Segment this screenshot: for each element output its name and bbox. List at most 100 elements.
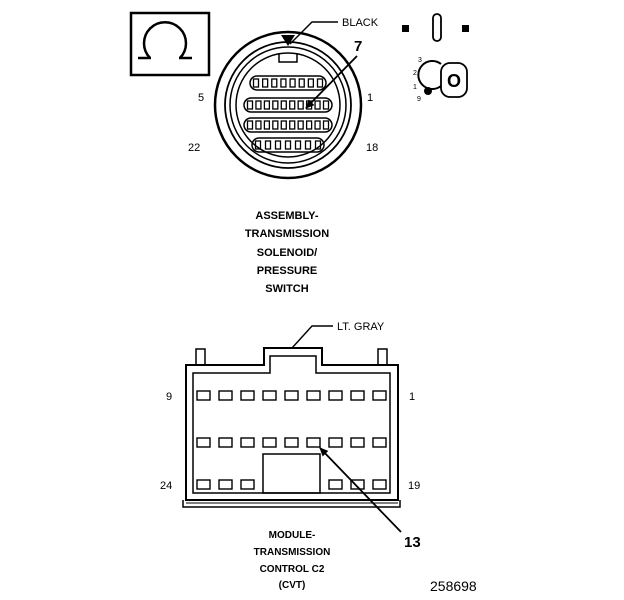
- terminal-cavity: [350, 390, 365, 401]
- bottom-callout-arrow: [319, 447, 402, 533]
- terminal-cavity: [284, 390, 299, 401]
- key-number-2: 2: [413, 70, 417, 77]
- terminal-cavity: [304, 140, 312, 150]
- terminal-cavity: [196, 479, 211, 490]
- right-marker-icon: [462, 25, 469, 32]
- terminal-cavity: [322, 120, 330, 130]
- round-connector: [213, 30, 363, 180]
- terminal-cavity: [305, 120, 313, 130]
- terminal-cavity: [246, 100, 254, 110]
- terminal-cavity: [350, 479, 365, 490]
- terminal-cavity: [289, 100, 296, 110]
- terminal-cavity: [272, 100, 279, 110]
- terminal-cavity: [297, 120, 304, 130]
- terminal-cavity: [240, 479, 255, 490]
- terminal-cavity: [306, 390, 321, 401]
- top-caption-line: PRESSURE: [257, 265, 318, 277]
- key-letter: O: [447, 71, 461, 91]
- terminal-cavity: [284, 140, 292, 150]
- bottom-connector-caption: MODULE- TRANSMISSION CONTROL C2 (CVT): [254, 530, 331, 591]
- terminal-cavity: [322, 100, 330, 110]
- terminal-cavity: [294, 140, 302, 150]
- terminal-cavity: [350, 437, 365, 448]
- terminal-cavity: [274, 140, 282, 150]
- top-callout-number: 7: [354, 38, 362, 55]
- bottom-connector-color-label: LT. GRAY: [337, 321, 385, 333]
- terminal-cavity: [328, 479, 343, 490]
- terminal-cavity: [240, 437, 255, 448]
- terminal-cavity: [328, 437, 343, 448]
- top-caption-line: TRANSMISSION: [245, 228, 329, 240]
- terminal-cavity: [328, 390, 343, 401]
- terminal-cavity: [262, 437, 277, 448]
- terminal-cavity: [314, 120, 321, 130]
- key-number-3: 3: [418, 57, 422, 64]
- top-caption-line: SOLENOID/: [257, 247, 318, 259]
- top-connector-caption: ASSEMBLY- TRANSMISSION SOLENOID/ PRESSUR…: [245, 210, 329, 295]
- terminal-cavity: [252, 78, 260, 88]
- terminal-cavity: [289, 78, 296, 88]
- terminal-cavity: [372, 437, 387, 448]
- terminal-cavity: [240, 390, 255, 401]
- terminal-cavity: [218, 437, 233, 448]
- top-pin-label-top-right: 1: [367, 92, 373, 104]
- key-number-9: 9: [417, 96, 421, 103]
- figure-id: 258698: [430, 578, 477, 594]
- top-pin-label-top-left: 5: [198, 92, 204, 104]
- bottom-pin-label-bottom-right: 19: [408, 480, 420, 492]
- terminal-cavity: [218, 479, 233, 490]
- terminal-cavity: [271, 78, 278, 88]
- terminal-cavity: [372, 390, 387, 401]
- terminal-cavity: [280, 120, 287, 130]
- key-number-1: 1: [413, 84, 417, 91]
- terminal-cavity: [284, 437, 299, 448]
- color-label-leader: [289, 21, 338, 45]
- terminal-cavity: [289, 120, 296, 130]
- terminal-cavity: [246, 120, 254, 130]
- bottom-pin-label-bottom-left: 24: [160, 480, 172, 492]
- terminal-cavity: [255, 120, 262, 130]
- terminal-cavity: [280, 78, 287, 88]
- bottom-pin-label-top-left: 9: [166, 391, 172, 403]
- key-inset: 3 2 1 9 O: [402, 13, 469, 103]
- key-head-icon: [440, 62, 468, 98]
- bottom-caption-line: TRANSMISSION: [254, 547, 331, 558]
- terminal-cavity: [297, 100, 304, 110]
- ohm-symbol-icon: [129, 11, 211, 77]
- bottom-caption-line: CONTROL C2: [260, 564, 325, 575]
- terminal-cavity: [263, 100, 271, 110]
- terminal-cavity: [196, 437, 211, 448]
- terminal-cavity: [314, 140, 322, 150]
- bottom-color-label-leader: [291, 325, 333, 349]
- top-callout-arrow: [305, 55, 358, 109]
- terminal-cavity: [306, 437, 321, 448]
- terminal-cavity: [262, 390, 277, 401]
- terminal-cavity: [261, 78, 269, 88]
- terminal-cavity: [218, 390, 233, 401]
- left-marker-icon: [402, 25, 409, 32]
- terminal-cavity: [316, 78, 324, 88]
- terminal-cavity: [280, 100, 287, 110]
- terminal-cavity: [272, 120, 279, 130]
- top-pin-label-bottom-right: 18: [366, 142, 378, 154]
- terminal-cavity: [254, 140, 262, 150]
- terminal-cavity: [307, 78, 315, 88]
- terminal-cavity: [264, 140, 272, 150]
- terminal-cavity: [314, 100, 321, 110]
- key-ring-icon: [417, 60, 442, 90]
- bottom-pin-label-top-right: 1: [409, 391, 415, 403]
- terminal-cavity: [263, 120, 271, 130]
- terminal-cavity: [298, 78, 305, 88]
- bottom-callout-number: 13: [404, 534, 421, 551]
- rect-connector: [182, 347, 401, 508]
- top-caption-line: ASSEMBLY-: [255, 210, 319, 222]
- terminal-cavity: [372, 479, 387, 490]
- top-caption-line: SWITCH: [265, 283, 308, 295]
- top-connector-color-label: BLACK: [342, 17, 379, 29]
- bottom-caption-line: (CVT): [279, 580, 306, 591]
- terminal-cavity: [196, 390, 211, 401]
- top-pin-label-bottom-left: 22: [188, 142, 200, 154]
- slot-icon: [432, 13, 442, 42]
- bottom-caption-line: MODULE-: [269, 530, 316, 541]
